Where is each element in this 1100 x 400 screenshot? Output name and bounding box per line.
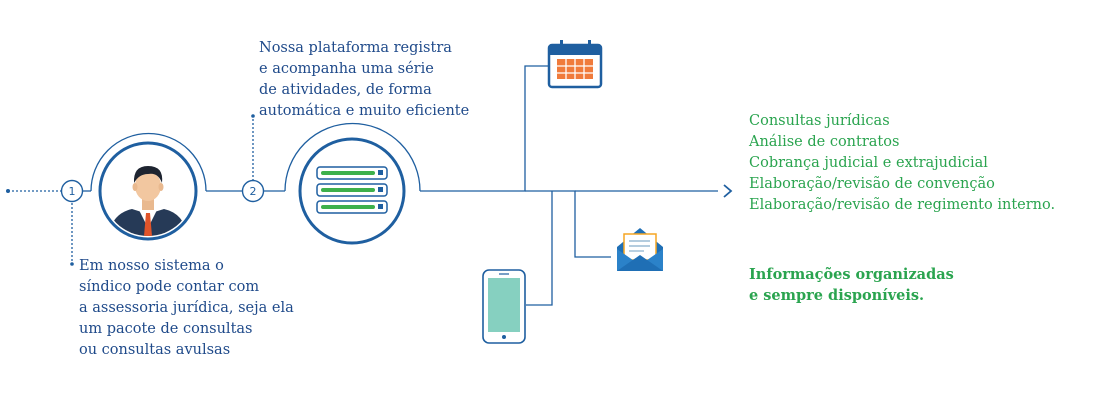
highlight-line-1: Informações organizadas: [749, 266, 954, 283]
person-icon: [98, 141, 198, 241]
step1-line-2: síndico pode contar com: [79, 279, 260, 295]
step1-line-5: ou consultas avulsas: [79, 342, 231, 358]
step1-line-4: um pacote de consultas: [79, 321, 253, 337]
service-item: Elaboração/revisão de regimento interno.: [749, 197, 1056, 213]
highlight-line-2: e sempre disponíveis.: [749, 287, 925, 304]
highlight-text: Informações organizadas e sempre disponí…: [749, 264, 954, 306]
branch-phone: [526, 191, 553, 306]
server-icon: [298, 137, 406, 245]
service-item: Elaboração/revisão de convenção: [749, 176, 995, 192]
step1-dot: [70, 262, 74, 266]
server-arc: [284, 122, 421, 192]
step-number-1: 1: [69, 185, 76, 198]
service-item: Consultas jurídicas: [749, 113, 890, 129]
calendar-icon: [547, 40, 603, 89]
flow-lines: [8, 65, 718, 306]
person-arc: [90, 132, 207, 192]
step2-description: Nossa plataforma registra e acompanha um…: [259, 38, 469, 122]
step1-description: Em nosso sistema o síndico pode contar c…: [79, 256, 294, 361]
service-item: Análise de contratos: [749, 134, 900, 150]
branch-envelope: [525, 190, 611, 258]
step1-line-3: a assessoria jurídica, seja ela: [79, 300, 294, 316]
step2-line-1: Nossa plataforma registra: [259, 40, 452, 56]
step2-line-2: e acompanha uma série: [259, 61, 434, 77]
step1-line-1: Em nosso sistema o: [79, 258, 224, 274]
chevron-right-icon: [723, 184, 733, 198]
step2-dot: [251, 114, 255, 118]
step-badge-2: 2: [241, 179, 265, 203]
step2-line-3: de atividades, de forma: [259, 82, 432, 98]
server-rack-1: [316, 166, 388, 180]
start-dot: [6, 189, 10, 193]
services-list: Consultas jurídicas Análise de contratos…: [749, 111, 1055, 216]
service-item: Cobrança judicial e extrajudicial: [749, 155, 988, 171]
branch-calendar: [493, 65, 549, 192]
step-badge-1: 1: [60, 179, 84, 203]
phone-icon: [482, 269, 526, 344]
step2-line-4: automática e muito eficiente: [259, 103, 470, 119]
server-rack-2: [316, 183, 388, 197]
server-rack-3: [316, 200, 388, 214]
step-number-2: 2: [250, 185, 257, 198]
envelope-icon: [617, 228, 663, 271]
